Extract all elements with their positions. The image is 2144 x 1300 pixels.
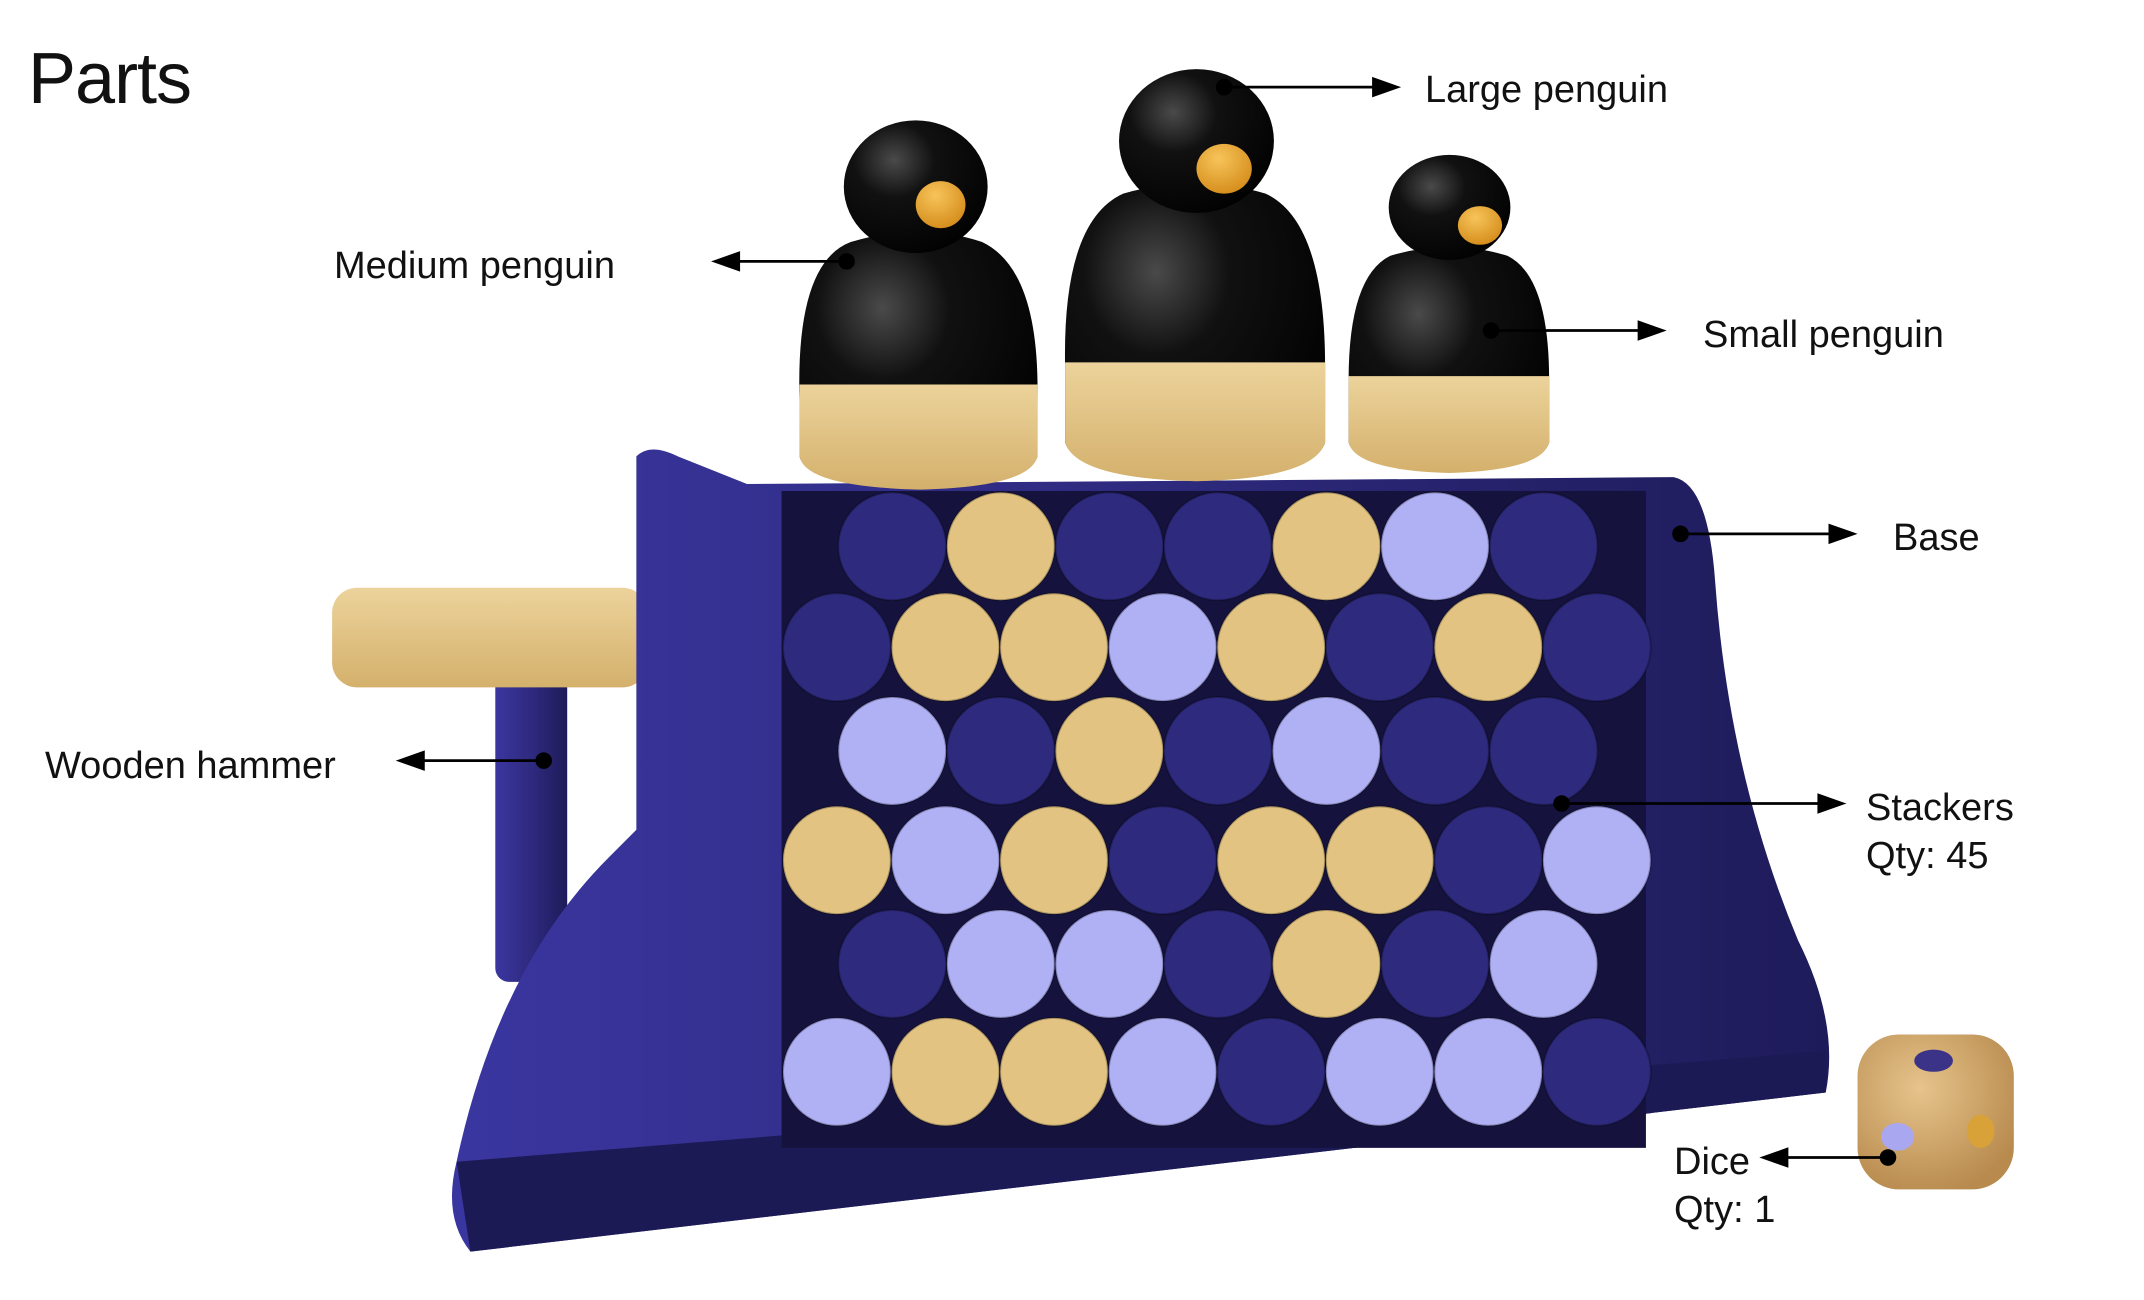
stacker-navy	[1541, 592, 1652, 703]
stacker-lilac	[781, 1016, 892, 1127]
label-small-penguin: Small penguin	[1703, 314, 1944, 356]
dice-name: Dice	[1674, 1141, 1751, 1183]
stacker-navy	[1380, 695, 1491, 806]
stacker-navy	[837, 491, 948, 602]
leader-lines	[395, 76, 1897, 1168]
stacker-wood	[999, 805, 1109, 916]
stacker-lilac	[837, 695, 948, 806]
stacker-lilac	[1107, 1016, 1218, 1127]
stacker-navy	[1162, 908, 1273, 1019]
stacker-navy	[837, 908, 948, 1019]
stacker-navy	[1162, 491, 1273, 602]
label-wooden-hammer: Wooden hammer	[45, 745, 336, 787]
stacker-wood	[1216, 805, 1327, 916]
large-penguin	[1064, 69, 1326, 482]
stacker-navy	[1488, 491, 1599, 602]
dice-qty: Qty: 1	[1674, 1189, 1776, 1231]
stacker-navy	[1107, 805, 1218, 916]
stacker-lilac	[890, 805, 1001, 916]
stacker-lilac	[1271, 695, 1382, 806]
stacker-wood	[1433, 592, 1544, 703]
stacker-lilac	[1488, 908, 1599, 1019]
stacker-wood	[999, 1016, 1109, 1127]
label-dice: Dice Qty: 1	[1674, 1138, 1775, 1234]
stacker-navy	[945, 695, 1056, 806]
stacker-lilac	[1541, 805, 1652, 916]
dice	[1857, 1034, 2014, 1190]
stacker-navy	[781, 592, 892, 703]
wooden-hammer	[332, 587, 648, 982]
stacker-navy	[1324, 592, 1435, 703]
medium-penguin	[799, 120, 1038, 490]
label-stackers: Stackers Qty: 45	[1866, 784, 2014, 880]
stacker-lilac	[1380, 491, 1491, 602]
stacker-navy	[1541, 1016, 1652, 1127]
stacker-wood	[1271, 491, 1382, 602]
stacker-navy	[1054, 491, 1165, 602]
stacker-wood	[999, 592, 1109, 703]
stacker-wood	[1216, 592, 1327, 703]
page-title: Parts	[28, 39, 192, 119]
stacker-navy	[1162, 695, 1273, 806]
label-base: Base	[1893, 517, 1980, 559]
stacker-lilac	[945, 908, 1056, 1019]
stacker-wood	[890, 1016, 1001, 1127]
stacker-lilac	[1433, 1016, 1544, 1127]
stacker-wood	[1271, 908, 1382, 1019]
stacker-navy	[1488, 695, 1599, 806]
stacker-lilac	[1054, 908, 1165, 1019]
stacker-wood	[781, 805, 892, 916]
stacker-navy	[1433, 805, 1544, 916]
stacker-wood	[1324, 805, 1435, 916]
stacker-navy	[1380, 908, 1491, 1019]
label-medium-penguin: Medium penguin	[334, 245, 615, 287]
stacker-wood	[945, 491, 1056, 602]
stacker-wood	[890, 592, 1001, 703]
small-penguin	[1348, 154, 1550, 473]
stacker-lilac	[1324, 1016, 1435, 1127]
label-large-penguin: Large penguin	[1425, 69, 1668, 111]
stackers-qty: Qty: 45	[1866, 835, 1989, 877]
stacker-wood	[1054, 695, 1165, 806]
stackers-name: Stackers	[1866, 787, 2014, 829]
stackers-grid	[781, 491, 1652, 1127]
stacker-lilac	[1107, 592, 1218, 703]
stacker-navy	[1216, 1016, 1327, 1127]
